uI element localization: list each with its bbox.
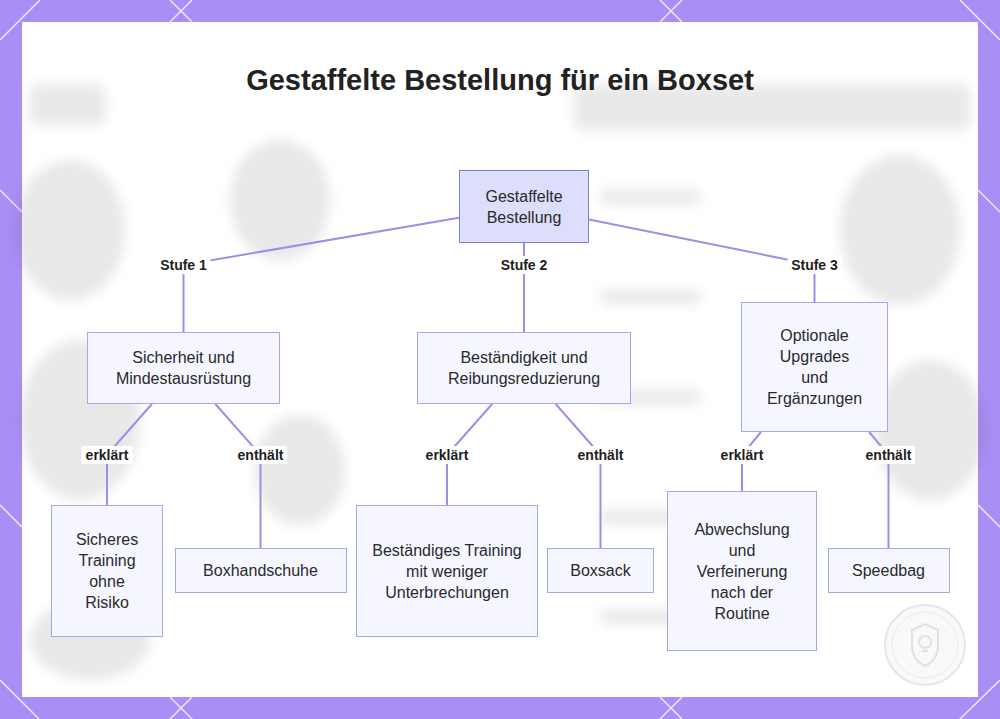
- box-label: Boxsack: [558, 560, 643, 581]
- process-box: Sicherheit und Mindestausrüstung: [87, 332, 280, 404]
- edge-label: Stufe 1: [156, 256, 211, 274]
- edge-label: Stufe 2: [497, 256, 552, 274]
- box-label: Speedbag: [839, 560, 939, 581]
- box-label: Optionale Upgrades und Ergänzungen: [765, 325, 865, 409]
- edge-label: Stufe 3: [787, 256, 842, 274]
- box-label: Boxhandschuhe: [186, 560, 336, 581]
- process-box: Beständigkeit und Reibungsreduzierung: [417, 332, 631, 404]
- edge-label: erklärt: [717, 446, 768, 464]
- connector: [184, 218, 460, 332]
- box-label: Sicherheit und Mindestausrüstung: [99, 347, 269, 389]
- edge-label: enthält: [862, 446, 916, 464]
- box-label: Beständiges Training mit weniger Unterbr…: [367, 540, 527, 603]
- connector: [589, 220, 815, 302]
- edge-label: enthält: [574, 446, 628, 464]
- process-box: Beständiges Training mit weniger Unterbr…: [356, 505, 538, 637]
- process-box: Sicheres Training ohne Risiko: [51, 505, 163, 637]
- diagram-title: Gestaffelte Bestellung für ein Boxset: [240, 62, 760, 98]
- box-label: Sicheres Training ohne Risiko: [67, 529, 147, 613]
- connector: [215, 404, 260, 548]
- edge-label: erklärt: [422, 446, 473, 464]
- blurred-photo: [15, 85, 985, 680]
- process-box: Boxsack: [547, 548, 654, 593]
- connector: [556, 404, 601, 548]
- edge-label: erklärt: [82, 446, 133, 464]
- process-box: Abwechslung und Verfeinerung nach der Ro…: [667, 491, 817, 651]
- panel: [22, 22, 978, 697]
- box-label: Beständigkeit und Reibungsreduzierung: [429, 347, 619, 389]
- watermark: [885, 605, 965, 685]
- process-box: Speedbag: [828, 548, 950, 593]
- root-box: Gestaffelte Bestellung: [459, 170, 589, 243]
- process-box: Boxhandschuhe: [175, 548, 347, 593]
- edge-label: enthält: [234, 446, 288, 464]
- box-label: Abwechslung und Verfeinerung nach der Ro…: [682, 519, 802, 624]
- process-box: Optionale Upgrades und Ergänzungen: [741, 302, 888, 432]
- box-label: Gestaffelte Bestellung: [474, 186, 574, 228]
